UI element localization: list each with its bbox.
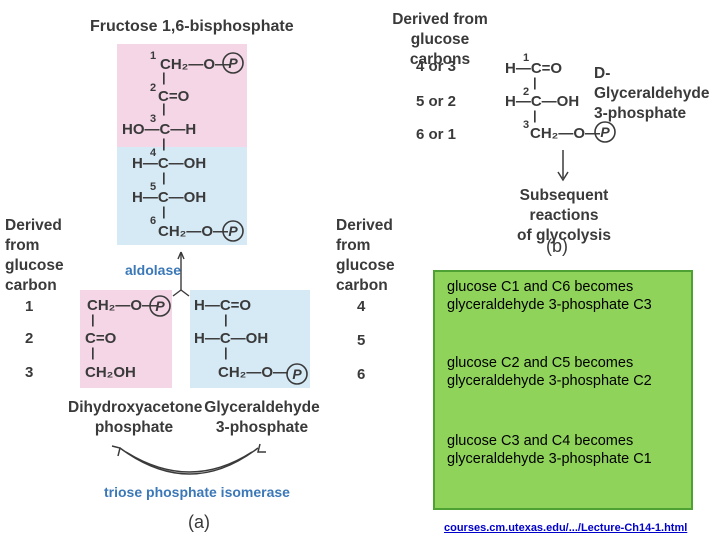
subsequent-reactions: Subsequent reactions of glycolysis	[517, 187, 611, 244]
fbp-row-5: H—C—OH	[132, 189, 207, 206]
carbon-number: 5	[357, 332, 366, 349]
carbon-pair: 4 or 3	[416, 58, 457, 75]
info-box: glucose C1 and C6 becomes glyceraldehyde…	[433, 270, 693, 510]
fbp-carbon-number: 1	[150, 50, 157, 62]
down-arrow-icon	[557, 150, 569, 182]
fbp-row-6: CH₂—O—	[158, 223, 228, 240]
svg-text:P: P	[228, 55, 238, 71]
gap-name: Glyceraldehyde 3-phosphate	[204, 399, 320, 436]
info-paragraph: glucose C3 and C4 becomes glyceraldehyde…	[447, 433, 652, 467]
gap-b-row-1: H—C=O	[505, 60, 563, 77]
fbp-blue-region	[117, 147, 247, 245]
phosphate-icon: P	[222, 220, 244, 242]
dhap-bond: |	[91, 345, 95, 360]
fbp-carbon-number: 4	[150, 147, 157, 159]
dhap-name: Dihydroxyacetone phosphate	[68, 399, 203, 436]
fbp-carbon-number: 6	[150, 215, 157, 227]
caption-b: (b)	[546, 236, 568, 256]
gap-b-bond: |	[533, 75, 537, 90]
gap-bond: |	[224, 312, 228, 327]
aldolase-label: aldolase	[125, 262, 182, 278]
fbp-bond: |	[162, 136, 166, 151]
dhap-bond: |	[91, 312, 95, 327]
fbp-carbon-number: 3	[150, 113, 157, 125]
info-paragraph: glucose C2 and C5 becomes glyceraldehyde…	[447, 355, 652, 389]
fbp-bond: |	[162, 204, 166, 219]
carbon-number: 1	[25, 298, 34, 315]
gap-row-3: CH₂—O—	[218, 364, 288, 381]
fbp-pink-region	[117, 44, 247, 147]
derived-label-left: Derived from glucose carbon	[5, 217, 64, 294]
gap-blue-region	[190, 290, 310, 388]
phosphate-icon: P	[149, 295, 171, 317]
dhap-row-2: C=O	[85, 330, 117, 347]
carbon-number: 2	[25, 330, 34, 347]
gap-bond: |	[224, 345, 228, 360]
gap-row-1: H—C=O	[194, 297, 252, 314]
gap-carbon-number: 2	[523, 86, 530, 98]
dhap-row-1: CH₂—O—	[87, 297, 157, 314]
carbon-pair: 6 or 1	[416, 126, 457, 143]
fbp-carbon-number: 2	[150, 82, 157, 94]
gap-carbon-number: 3	[523, 119, 530, 131]
source-link[interactable]: courses.cm.utexas.edu/.../Lecture-Ch14-1…	[444, 522, 688, 534]
carbon-number: 4	[357, 298, 366, 315]
fbp-title: Fructose 1,6-bisphosphate	[90, 18, 294, 35]
aldolase-split-arrow-icon	[172, 251, 190, 297]
svg-text:P: P	[228, 223, 238, 239]
product-name: D-Glyceraldehyde 3-phosphate	[594, 65, 710, 122]
derived-header: Derived from glucose carbons	[392, 11, 488, 68]
gap-row-2: H—C—OH	[194, 330, 269, 347]
phosphate-icon: P	[286, 363, 308, 385]
fbp-row-3: HO—C—H	[122, 121, 197, 138]
fbp-bond: |	[162, 101, 166, 116]
info-paragraph: glucose C1 and C6 becomes glyceraldehyde…	[447, 279, 652, 313]
svg-text:P: P	[155, 298, 165, 314]
phosphate-icon: P	[222, 52, 244, 74]
fbp-carbon-number: 5	[150, 181, 157, 193]
gap-b-bond: |	[533, 108, 537, 123]
isomerase-label: triose phosphate isomerase	[104, 484, 290, 500]
phosphate-icon: P	[594, 121, 616, 143]
gap-carbon-number: 1	[523, 52, 530, 64]
gap-b-row-3: CH₂—O—	[530, 125, 600, 142]
dhap-pink-region	[80, 290, 172, 388]
dhap-row-3: CH₂OH	[85, 364, 136, 381]
fbp-bond: |	[162, 70, 166, 85]
derived-label-middle: Derived from glucose carbon	[336, 217, 395, 294]
fbp-row-4: H—C—OH	[132, 155, 207, 172]
carbon-pair: 5 or 2	[416, 93, 457, 110]
fbp-bond: |	[162, 170, 166, 185]
gap-b-row-2: H—C—OH	[505, 93, 580, 110]
caption-a: (a)	[188, 512, 210, 532]
svg-text:P: P	[600, 124, 610, 140]
carbon-number: 6	[357, 366, 366, 383]
fbp-row-1: CH₂—O—	[160, 56, 230, 73]
fbp-row-2: C=O	[158, 88, 190, 105]
carbon-number: 3	[25, 364, 34, 381]
svg-text:P: P	[292, 366, 302, 382]
isomerase-equilibrium-arrow-icon	[111, 443, 266, 475]
